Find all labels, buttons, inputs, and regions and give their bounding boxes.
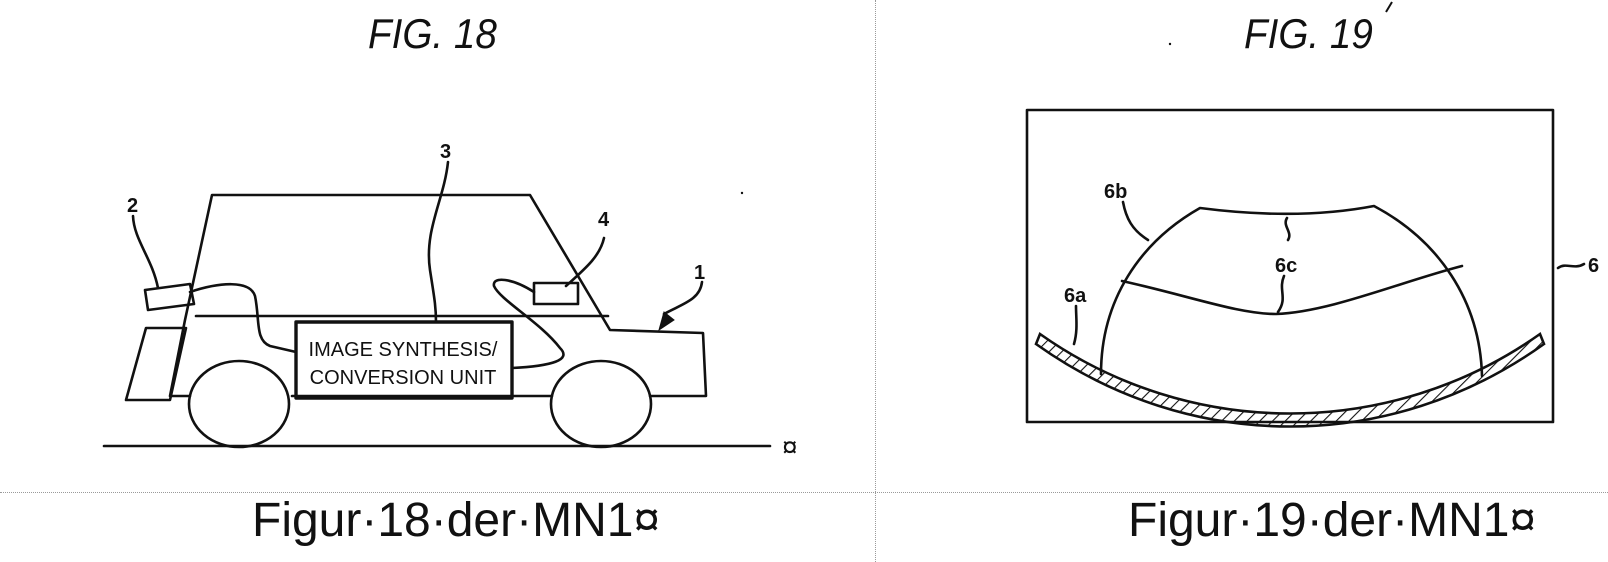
leader-6a xyxy=(1072,304,1078,346)
fig18-vehicle xyxy=(102,160,772,449)
leader-6c xyxy=(1284,216,1291,242)
rear-panel xyxy=(124,326,188,402)
label-4: 4 xyxy=(598,209,610,231)
cable-display xyxy=(492,278,565,370)
scan-speck xyxy=(1168,42,1172,46)
vehicle-body xyxy=(168,193,708,398)
inner-boundary xyxy=(1120,264,1464,316)
label-3: 3 xyxy=(440,141,451,163)
unit-box xyxy=(294,320,514,400)
label-2: 2 xyxy=(127,195,138,217)
label-6c: 6c xyxy=(1275,255,1297,277)
leader-1 xyxy=(662,280,704,316)
unit-text-line2: CONVERSION UNIT xyxy=(310,367,497,389)
fig19-title: FIG. 19 xyxy=(1244,10,1373,57)
scan-speck xyxy=(740,191,744,195)
leader-4 xyxy=(564,236,606,288)
cable-camera xyxy=(188,282,298,354)
fig18-caption: Figur·18·der·MN1¤ xyxy=(252,494,661,547)
dome-view xyxy=(1099,204,1484,378)
fig19-caption: Figur·19·der·MN1¤ xyxy=(1128,494,1537,547)
end-mark: ¤ xyxy=(782,431,798,462)
unit-text-line1: IMAGE SYNTHESIS/ xyxy=(309,339,498,361)
leader-6 xyxy=(1556,262,1586,270)
label-6: 6 xyxy=(1588,255,1599,277)
label-6b: 6b xyxy=(1104,181,1127,203)
camera-box xyxy=(143,282,196,312)
leader-6b xyxy=(1121,200,1150,242)
leader-2 xyxy=(131,214,160,290)
horizontal-divider xyxy=(0,492,1608,493)
rear-wheel xyxy=(187,359,291,449)
label-6a: 6a xyxy=(1064,285,1087,307)
front-wheel xyxy=(549,359,653,449)
arrow-1 xyxy=(658,311,675,332)
fig18-title: FIG. 18 xyxy=(368,10,497,57)
leader-3 xyxy=(427,160,450,324)
label-1: 1 xyxy=(694,262,705,284)
road-strip xyxy=(1034,331,1546,428)
display-box xyxy=(532,281,580,306)
leader-6c-bottom xyxy=(1276,274,1286,314)
vertical-divider xyxy=(875,0,876,562)
scan-speck xyxy=(1385,1,1393,13)
